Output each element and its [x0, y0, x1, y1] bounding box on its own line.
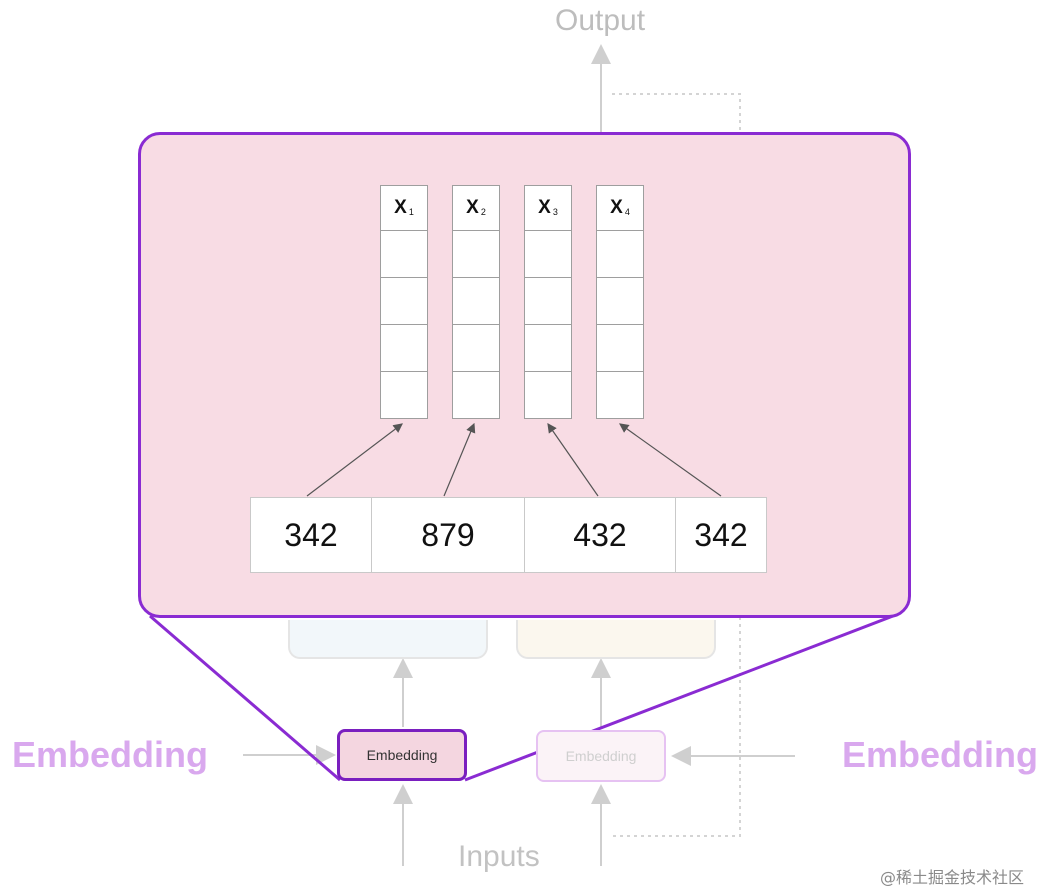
token-id: 432 — [524, 497, 676, 573]
vector-cell — [596, 325, 644, 372]
vector-cell — [452, 278, 500, 325]
vector-cell — [596, 231, 644, 278]
vector-cell — [596, 372, 644, 419]
vector-cell — [452, 372, 500, 419]
embedding-side-label-right: Embedding — [842, 734, 1038, 775]
zoom-connector-left — [149, 614, 341, 782]
vector-cell — [596, 278, 644, 325]
token-id: 342 — [250, 497, 372, 573]
token-id-row: 342 879 432 342 — [250, 497, 767, 573]
vector-cell — [524, 231, 572, 278]
embedding-block-decoder: Embedding — [536, 730, 666, 782]
vector-cell — [524, 278, 572, 325]
embedding-side-label-left: Embedding — [12, 734, 208, 775]
embedding-block-encoder: Embedding — [337, 729, 467, 781]
ghost-block-left — [288, 620, 488, 659]
vector-cell — [380, 372, 428, 419]
token-id: 342 — [675, 497, 767, 573]
vector-cell — [452, 231, 500, 278]
vector-cell — [452, 325, 500, 372]
ghost-block-right — [516, 620, 716, 659]
vector-cell — [524, 325, 572, 372]
vector-cell — [524, 372, 572, 419]
token-id: 879 — [371, 497, 525, 573]
vector-cell — [380, 278, 428, 325]
vector-cell — [380, 325, 428, 372]
inputs-label: Inputs — [458, 840, 540, 873]
watermark: @稀土掘金技术社区 — [880, 868, 1025, 887]
vector-cell — [380, 231, 428, 278]
output-label: Output — [555, 4, 646, 37]
